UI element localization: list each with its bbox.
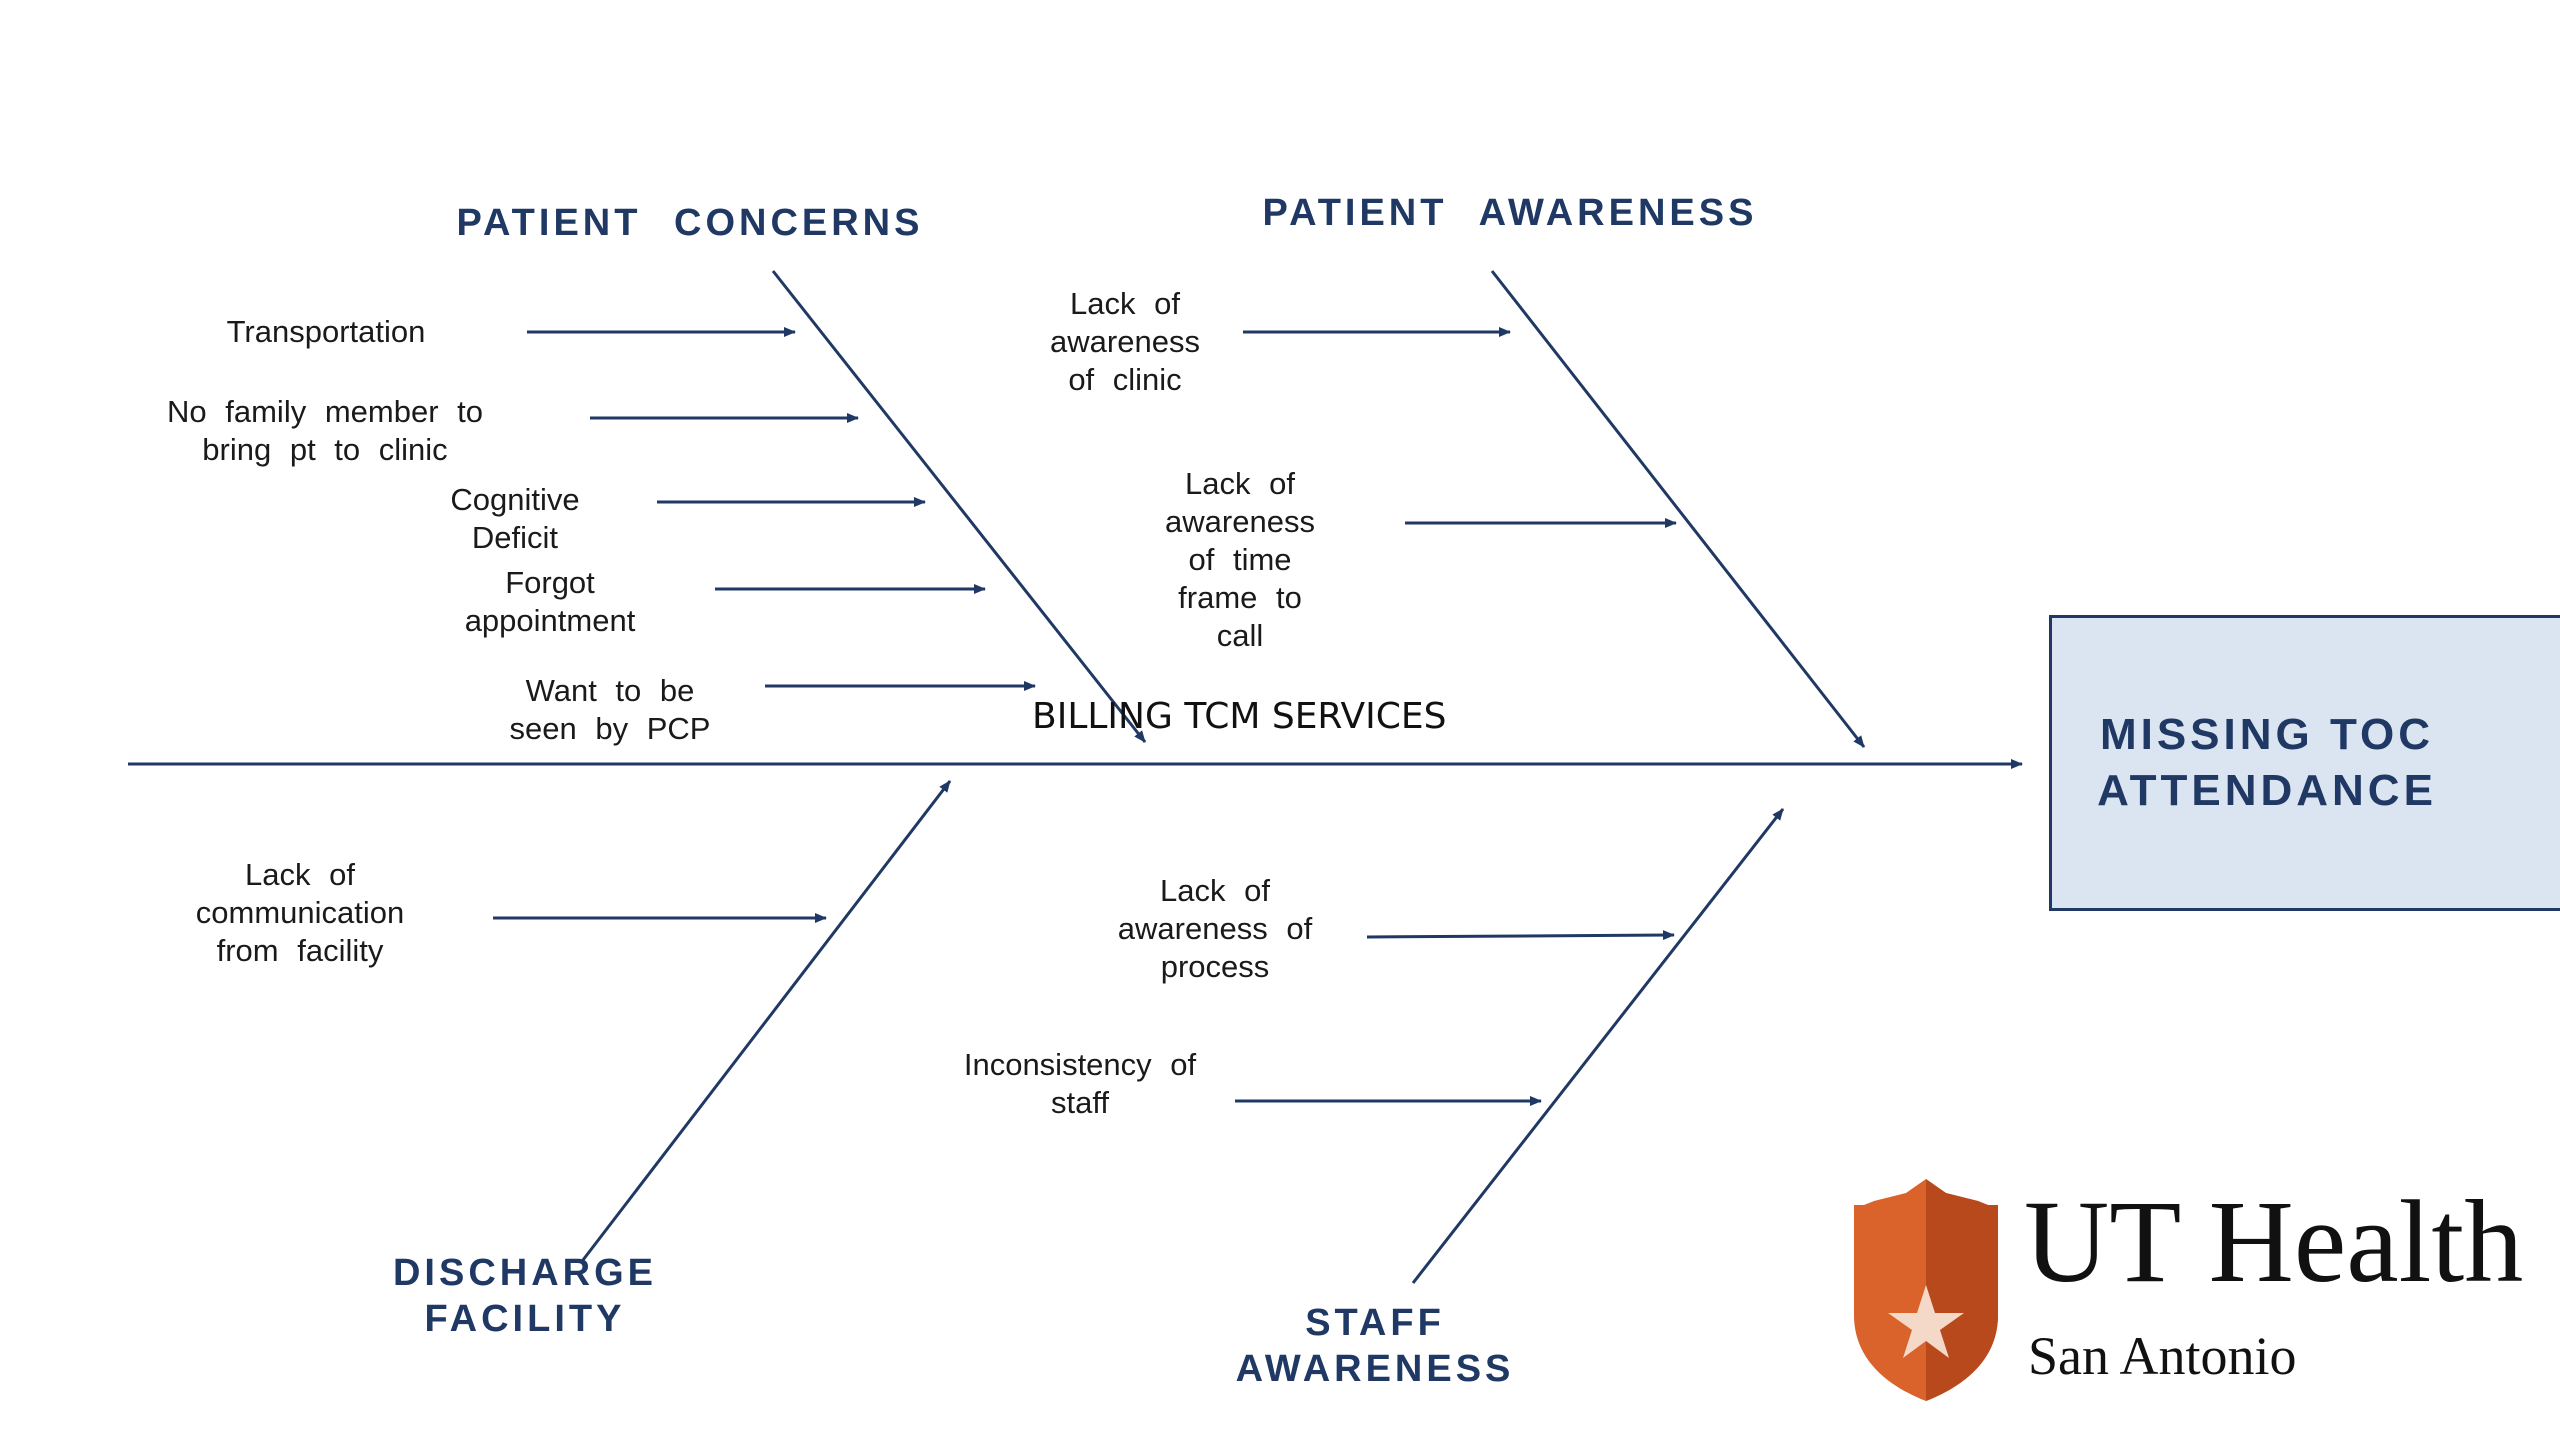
cause-awareness-clinic: Lack of awareness of clinic <box>1050 286 1200 397</box>
cause-cognitive-deficit: Cognitive Deficit <box>450 482 580 555</box>
cause-want-pcp: Want to be seen by PCP <box>509 673 711 746</box>
cause-no-family-member: No family member to bring pt to clinic <box>167 394 483 467</box>
logo-title: UT Health <box>2024 1176 2524 1307</box>
cause-forgot-appointment: Forgot appointment <box>464 565 636 638</box>
bone-patient-awareness <box>1490 270 1866 748</box>
cause-arrow-awareness-process <box>1366 930 1675 941</box>
ut-health-logo: UT Health San Antonio <box>1848 1175 2523 1415</box>
cause-inconsistency: Inconsistency of staff <box>963 1047 1197 1120</box>
bone-patient-concerns <box>771 270 1147 743</box>
category-title-staff-awareness: STAFF AWARENESS <box>1235 1302 1515 1390</box>
category-title-patient-concerns: PATIENT CONCERNS <box>456 202 924 244</box>
logo-subtitle: San Antonio <box>2028 1326 2297 1386</box>
bone-discharge-facility <box>581 780 952 1261</box>
cause-awareness-time-frame: Lack of awareness of time frame to call <box>1165 466 1315 653</box>
bone-staff-awareness <box>1411 808 1785 1284</box>
star-shield-icon <box>1854 1179 1998 1401</box>
effect-label: MISSING TOC ATTENDANCE <box>2097 710 2437 815</box>
cause-communication: Lack of communication from facility <box>195 857 405 968</box>
cause-awareness-process: Lack of awareness of process <box>1117 873 1313 984</box>
spine-label: BILLING TCM SERVICES <box>1032 696 1447 737</box>
cause-transportation: Transportation <box>226 314 426 349</box>
category-title-patient-awareness: PATIENT AWARENESS <box>1262 192 1758 234</box>
category-title-discharge-facility: DISCHARGE FACILITY <box>392 1252 658 1340</box>
effect-box: MISSING TOC ATTENDANCE <box>2049 615 2560 911</box>
